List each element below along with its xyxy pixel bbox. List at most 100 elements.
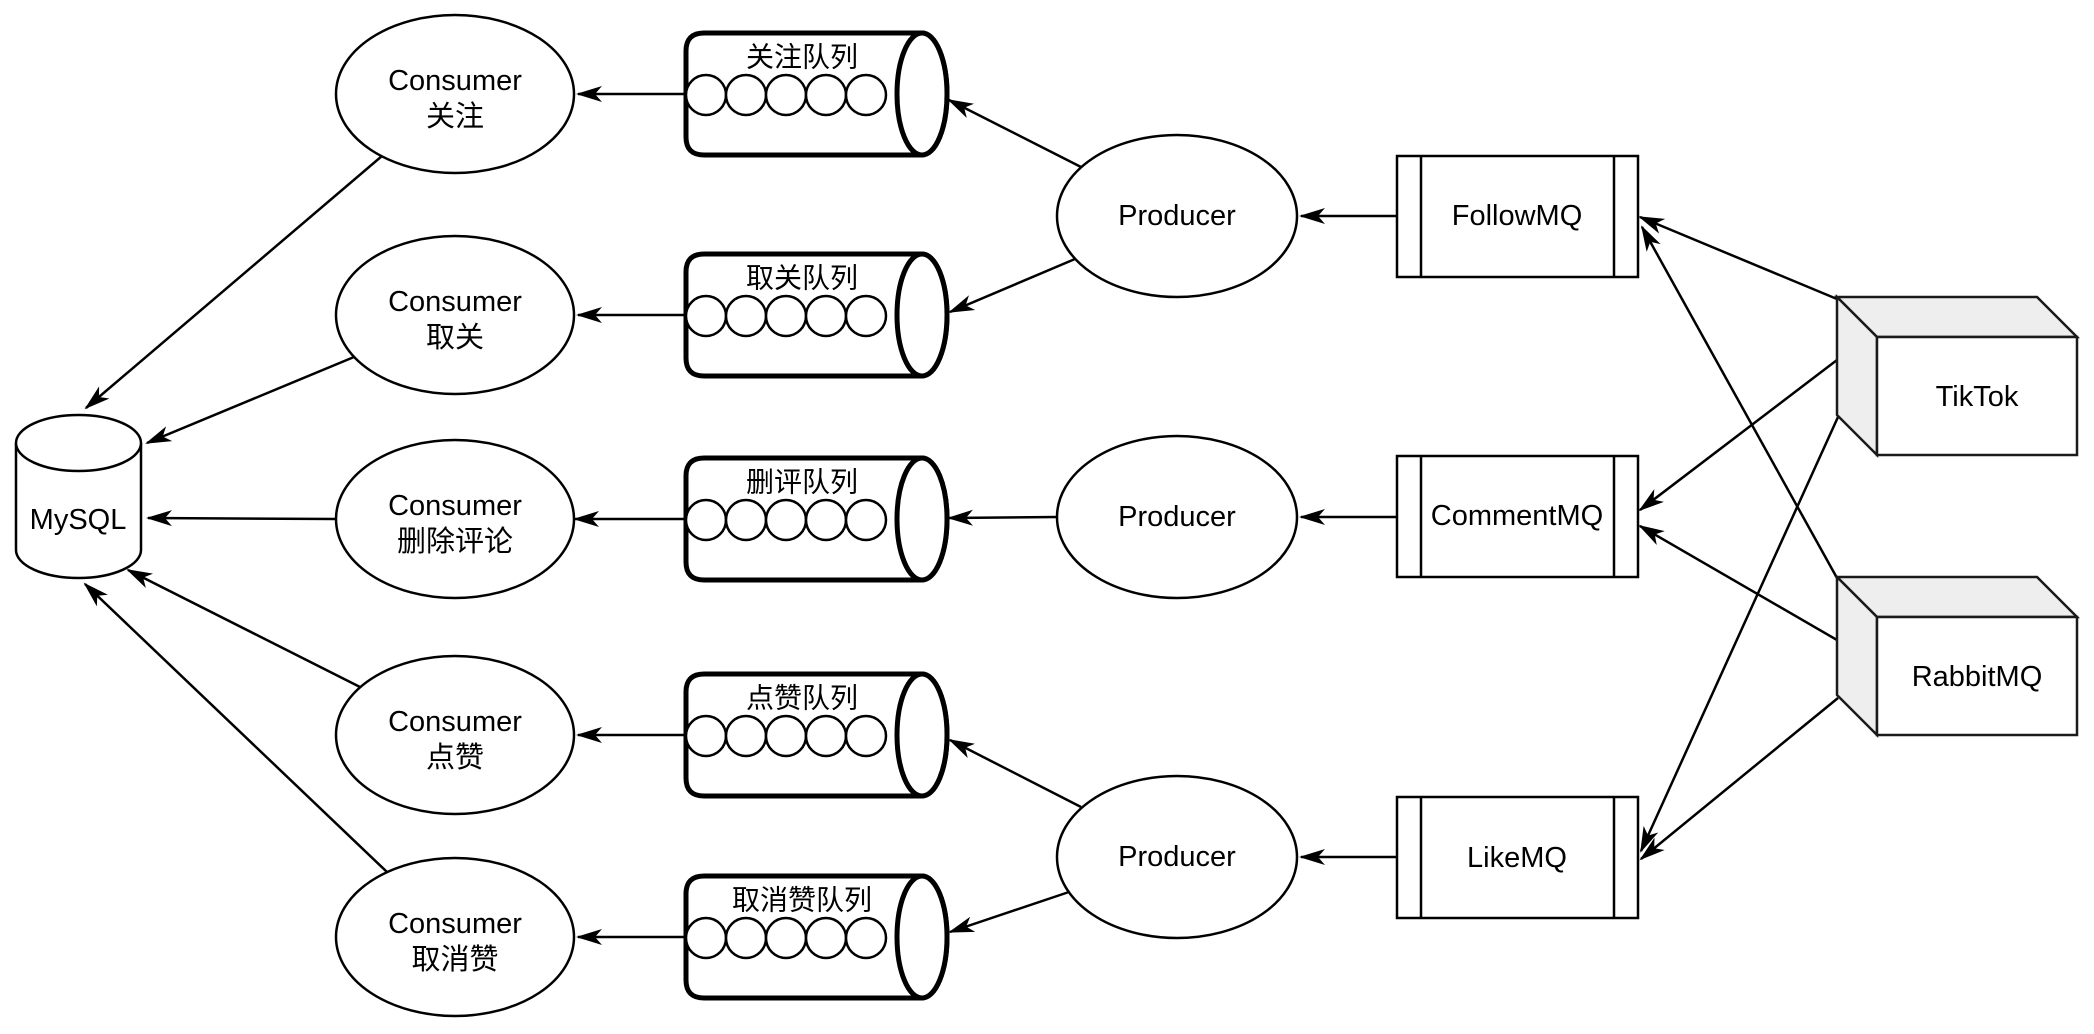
- producer-node-3: Producer: [1055, 774, 1299, 940]
- queue-node-like: 点赞队列: [683, 671, 950, 799]
- mq-box: [1395, 454, 1640, 579]
- consumer-node-follow: Consumer 关注: [334, 13, 576, 175]
- consumer-label-line1: Consumer: [388, 286, 522, 318]
- producer-ellipse: [1055, 133, 1299, 299]
- tiktok-box-top-face: [1833, 295, 2081, 339]
- mq-label: FollowMQ: [1452, 200, 1583, 232]
- consumer-ellipse: [334, 856, 576, 1018]
- consumer-node-delete-comment: Consumer 删除评论: [334, 438, 576, 600]
- message-circle: [724, 294, 768, 338]
- consumer-ellipse: [334, 13, 576, 175]
- message-circle: [684, 714, 728, 758]
- message-circle: [764, 916, 808, 960]
- queue-cylinder-cap: [894, 455, 950, 583]
- message-circle: [804, 294, 848, 338]
- queue-title: 取消赞队列: [732, 885, 872, 916]
- consumer-label-line1: Consumer: [388, 706, 522, 738]
- broker-box-tiktok: TikTok: [1833, 293, 2081, 459]
- arrow-consumer-delcomment-to-mysql: [146, 510, 337, 527]
- message-circle: [764, 714, 808, 758]
- queue-title: 点赞队列: [746, 683, 858, 714]
- tiktok-box-front-face: [1875, 335, 2079, 457]
- consumer-ellipse: [334, 654, 576, 816]
- arrow-consumer-like-to-mysql: [126, 568, 361, 689]
- consumer-node-unlike: Consumer 取消赞: [334, 856, 576, 1018]
- arrow-consumer-follow-to-mysql: [84, 155, 383, 410]
- consumer-node-like: Consumer 点赞: [334, 654, 576, 816]
- message-circle: [804, 73, 848, 117]
- queue-cylinder-cap: [894, 30, 950, 158]
- consumer-label-line2: 删除评论: [397, 525, 513, 558]
- rabbitmq-box-top-face: [1833, 575, 2081, 619]
- message-circle: [804, 714, 848, 758]
- arrow-producer2-to-delcomment-queue: [947, 509, 1058, 526]
- consumer-label-line1: Consumer: [388, 65, 522, 97]
- arrow-tiktok-to-likemq: [1639, 416, 1840, 853]
- consumer-ellipse: [334, 234, 576, 396]
- message-circle: [844, 714, 888, 758]
- producer-node-2: Producer: [1055, 434, 1299, 600]
- queue-node-unlike: 取消赞队列: [683, 873, 950, 1001]
- message-circle: [684, 294, 728, 338]
- queue-title: 关注队列: [746, 42, 858, 73]
- consumer-node-unfollow: Consumer 取关: [334, 234, 576, 396]
- arrow-tiktok-to-commentmq: [1638, 359, 1838, 512]
- arrow-producer3-to-like-queue: [948, 738, 1082, 809]
- queue-node-unfollow: 取关队列: [683, 251, 950, 379]
- mysql-cylinder-top: [14, 413, 143, 473]
- consumer-label-line2: 取关: [426, 321, 484, 354]
- mysql-database: MySQL: [14, 413, 143, 580]
- producer-ellipse: [1055, 434, 1299, 600]
- producer-label: Producer: [1118, 200, 1236, 232]
- producer-ellipse: [1055, 774, 1299, 940]
- mysql-cylinder-body: [14, 443, 143, 580]
- message-circle: [724, 498, 768, 542]
- mq-component-likemq: LikeMQ: [1395, 795, 1640, 920]
- message-circle: [724, 714, 768, 758]
- message-circle: [804, 916, 848, 960]
- message-circle: [844, 294, 888, 338]
- arrow-rabbitmq-to-commentmq: [1638, 524, 1838, 642]
- arrow-tiktok-to-followmq: [1638, 215, 1838, 301]
- arrow-rabbitmq-to-likemq: [1639, 697, 1839, 861]
- queue-title: 取关队列: [746, 263, 858, 294]
- consumer-label-line2: 取消赞: [411, 943, 498, 976]
- mq-box: [1395, 154, 1640, 279]
- tiktok-label: TikTok: [1936, 381, 2019, 413]
- rabbitmq-label: RabbitMQ: [1912, 661, 2043, 693]
- broker-box-rabbitmq: RabbitMQ: [1833, 573, 2081, 739]
- message-circle: [764, 294, 808, 338]
- mq-label: LikeMQ: [1467, 842, 1567, 874]
- queue-cylinder-cap: [894, 671, 950, 799]
- mysql-label: MySQL: [30, 504, 127, 536]
- consumer-label-line1: Consumer: [388, 490, 522, 522]
- mq-component-commentmq: CommentMQ: [1395, 454, 1640, 579]
- message-circle: [844, 916, 888, 960]
- queue-node-follow: 关注队列: [683, 30, 950, 158]
- message-circle: [844, 498, 888, 542]
- message-circle: [804, 498, 848, 542]
- mq-component-followmq: FollowMQ: [1395, 154, 1640, 279]
- message-circle: [724, 73, 768, 117]
- arrow-consumer-unfollow-to-mysql: [145, 355, 355, 445]
- queue-title: 删评队列: [746, 467, 858, 498]
- mq-label: CommentMQ: [1431, 500, 1603, 532]
- arrow-producer1-to-follow-queue: [947, 98, 1082, 169]
- message-circle: [684, 73, 728, 117]
- consumer-label-line2: 关注: [426, 100, 484, 133]
- message-circle: [684, 498, 728, 542]
- consumer-label-line1: Consumer: [388, 908, 522, 940]
- message-circle: [764, 498, 808, 542]
- consumer-label-line2: 点赞: [426, 741, 484, 774]
- queue-cylinder-cap: [894, 251, 950, 379]
- message-circle: [684, 916, 728, 960]
- arrow-rabbitmq-to-followmq: [1640, 225, 1839, 579]
- edges: [83, 86, 1840, 945]
- queue-cylinder-cap: [894, 873, 950, 1001]
- queue-node-delete-comment: 删评队列: [683, 455, 950, 583]
- consumer-ellipse: [334, 438, 576, 600]
- message-circle: [764, 73, 808, 117]
- rabbitmq-box-front-face: [1875, 615, 2079, 737]
